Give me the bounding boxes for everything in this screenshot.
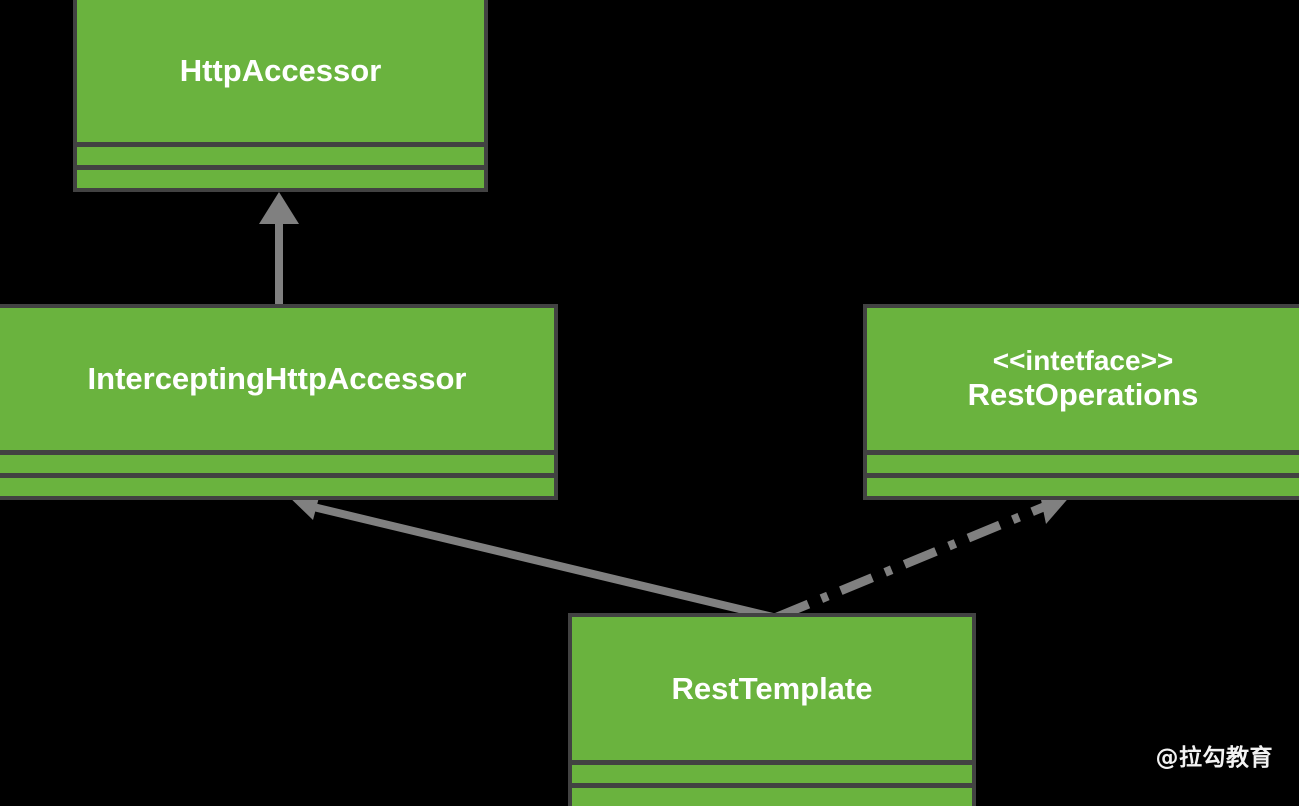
class-name-label: RestTemplate	[671, 670, 873, 706]
class-methods-compartment	[77, 170, 484, 188]
connector-realization-resttemplate-to-restoperations	[775, 490, 1072, 622]
class-methods-compartment	[572, 788, 972, 806]
class-box-rest-operations[interactable]: <<intetface>> RestOperations	[863, 304, 1299, 500]
watermark-label: @拉勾教育	[1155, 745, 1273, 771]
class-box-rest-template[interactable]: RestTemplate	[568, 613, 976, 806]
connector-generalization-resttemplate-to-intercepting	[284, 486, 774, 621]
class-name-label: HttpAccessor	[179, 53, 382, 89]
class-name-label: InterceptingHttpAccessor	[87, 361, 467, 397]
class-title-intercepting-http-accessor: InterceptingHttpAccessor	[0, 308, 554, 450]
class-methods-compartment	[0, 478, 554, 496]
class-methods-compartment	[867, 478, 1299, 496]
class-attributes-compartment	[77, 147, 484, 165]
class-attributes-compartment	[0, 455, 554, 473]
class-stereotype-label: <<intetface>>	[992, 344, 1174, 376]
class-box-http-accessor[interactable]: HttpAccessor	[73, 0, 488, 192]
class-attributes-compartment	[867, 455, 1299, 473]
class-attributes-compartment	[572, 765, 972, 783]
class-title-http-accessor: HttpAccessor	[77, 0, 484, 142]
class-name-label: RestOperations	[967, 377, 1199, 413]
connector-generalization-intercepting-to-httpaccessor	[259, 192, 299, 304]
class-box-intercepting-http-accessor[interactable]: InterceptingHttpAccessor	[0, 304, 558, 500]
class-title-rest-template: RestTemplate	[572, 617, 972, 760]
class-title-rest-operations: <<intetface>> RestOperations	[867, 308, 1299, 450]
